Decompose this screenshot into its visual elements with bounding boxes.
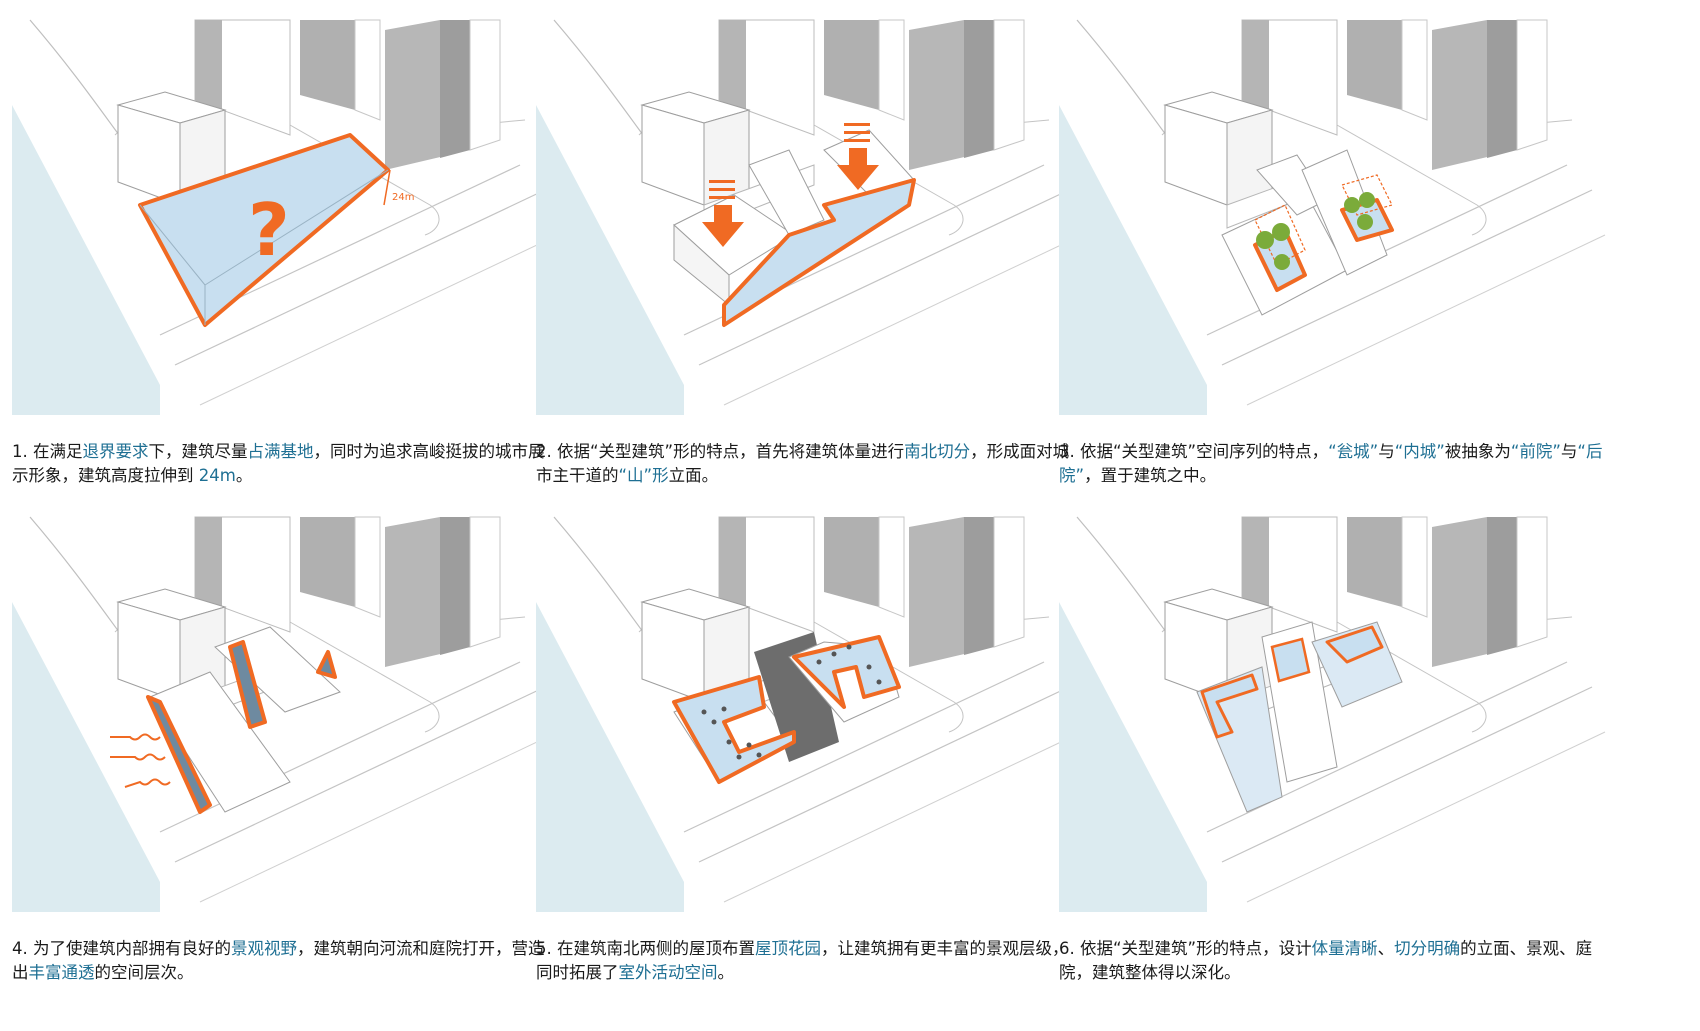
question-mark: ? (248, 188, 290, 272)
caption-highlight: “内城” (1395, 442, 1445, 461)
caption-highlight: 南北切分 (904, 442, 970, 461)
caption-highlight: 室外活动空间 (619, 963, 718, 982)
diagram-5 (524, 497, 1084, 912)
caption-text: 的空间层次。 (95, 963, 194, 982)
caption-4: 4. 为了使建筑内部拥有良好的景观视野，建筑朝向河流和庭院打开，营造出丰富通透的… (12, 937, 557, 985)
diagram-2 (524, 0, 1084, 415)
caption-text: 下，建筑尽量 (149, 442, 248, 461)
caption-3: 3. 依据“关型建筑”空间序列的特点，“瓮城”与“内城”被抽象为“前院”与“后院… (1059, 440, 1604, 488)
caption-highlight: “山”形 (619, 466, 669, 485)
panel-3: 3. 依据“关型建筑”空间序列的特点，“瓮城”与“内城”被抽象为“前院”与“后院… (1047, 0, 1607, 515)
diagram-4 (0, 497, 560, 912)
diagram-1: ? 24m (0, 0, 560, 415)
caption-text: 3. 依据“关型建筑”空间序列的特点， (1059, 442, 1328, 461)
caption-1: 1. 在满足退界要求下，建筑尽量占满基地，同时为追求高峻挺拔的城市展示形象，建筑… (12, 440, 557, 488)
caption-5: 5. 在建筑南北两侧的屋顶布置屋顶花园，让建筑拥有更丰富的景观层级，同时拓展了室… (536, 937, 1081, 985)
height-label: 24m (392, 192, 414, 203)
caption-text: 被抽象为 (1445, 442, 1511, 461)
caption-text: 5. 在建筑南北两侧的屋顶布置 (536, 939, 755, 958)
caption-text: ，置于建筑之中。 (1084, 466, 1216, 485)
caption-text: 。 (236, 466, 253, 485)
caption-highlight: 切分明确 (1394, 939, 1460, 958)
caption-text: 4. 为了使建筑内部拥有良好的 (12, 939, 231, 958)
caption-highlight: 24m (199, 466, 236, 485)
caption-text: 6. 依据“关型建筑”形的特点，设计 (1059, 939, 1312, 958)
diagram-6 (1047, 497, 1607, 912)
caption-highlight: 景观视野 (231, 939, 297, 958)
diagram-3 (1047, 0, 1607, 415)
panel-2: 2. 依据“关型建筑”形的特点，首先将建筑体量进行南北切分，形成面对城市主干道的… (524, 0, 1084, 515)
caption-text: 、 (1378, 939, 1395, 958)
caption-6: 6. 依据“关型建筑”形的特点，设计体量清晰、切分明确的立面、景观、庭院，建筑整… (1059, 937, 1604, 985)
panel-4: 4. 为了使建筑内部拥有良好的景观视野，建筑朝向河流和庭院打开，营造出丰富通透的… (0, 497, 560, 1012)
caption-highlight: “前院” (1511, 442, 1561, 461)
caption-2: 2. 依据“关型建筑”形的特点，首先将建筑体量进行南北切分，形成面对城市主干道的… (536, 440, 1081, 488)
caption-highlight: 丰富通透 (29, 963, 95, 982)
panel-5: 5. 在建筑南北两侧的屋顶布置屋顶花园，让建筑拥有更丰富的景观层级，同时拓展了室… (524, 497, 1084, 1012)
caption-text: 1. 在满足 (12, 442, 83, 461)
caption-text: 与 (1378, 442, 1395, 461)
caption-highlight: 退界要求 (83, 442, 149, 461)
court-sport (1272, 639, 1309, 681)
caption-text: 立面。 (669, 466, 719, 485)
caption-text: 2. 依据“关型建筑”形的特点，首先将建筑体量进行 (536, 442, 904, 461)
panel-6: 6. 依据“关型建筑”形的特点，设计体量清晰、切分明确的立面、景观、庭院，建筑整… (1047, 497, 1607, 1012)
panel-1: ? 24m 1. 在满足退界要求下，建筑尽量占满基地，同时为追求高峻挺拔的城市展… (0, 0, 560, 515)
view-arrow-icon (110, 735, 170, 788)
caption-highlight: 体量清晰 (1312, 939, 1378, 958)
caption-highlight: 占满基地 (248, 442, 314, 461)
caption-highlight: “瓮城” (1328, 442, 1378, 461)
opening-east (318, 652, 335, 677)
caption-text: 与 (1561, 442, 1578, 461)
caption-text: 。 (718, 963, 735, 982)
caption-highlight: 屋顶花园 (755, 939, 821, 958)
